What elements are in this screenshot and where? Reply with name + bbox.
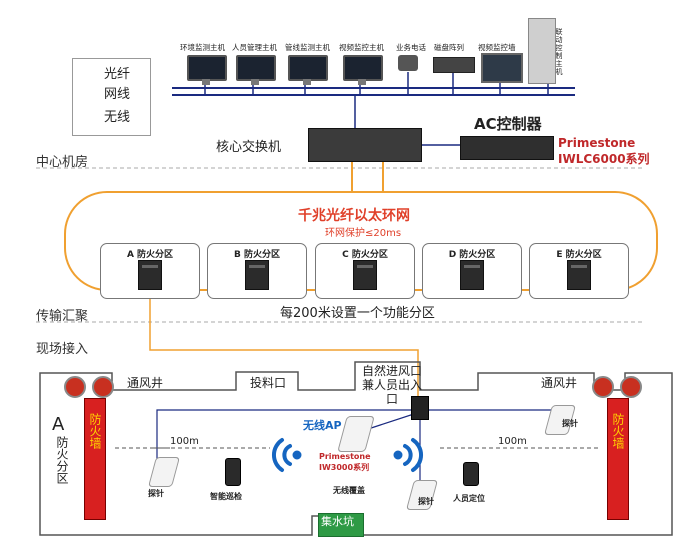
video-wall-icon bbox=[481, 53, 523, 83]
zone-label: C 防火分区 bbox=[342, 250, 388, 260]
ac-controller-icon bbox=[460, 136, 554, 160]
core-switch-icon bbox=[308, 128, 422, 162]
section-access: 现场接入 bbox=[36, 342, 89, 357]
ring-subtitle: 环网保护≤20ms bbox=[325, 228, 402, 239]
ac-controller-label: AC控制器 bbox=[474, 115, 542, 133]
vent-left: 通风井 bbox=[127, 376, 164, 390]
fire-wall-right: 防火墙 bbox=[607, 398, 629, 520]
zone-label: B 防火分区 bbox=[234, 250, 280, 260]
distance-left: 100m bbox=[170, 436, 199, 447]
ring-title: 千兆光纤以太环网 bbox=[298, 208, 410, 224]
device-label: 管线监测主机 bbox=[285, 43, 330, 52]
handheld-device-icon bbox=[225, 458, 241, 486]
wireless-coverage-label: 无线覆盖 bbox=[333, 486, 365, 495]
tunnel-switch-icon bbox=[411, 396, 429, 420]
zone-a-letter: A bbox=[52, 414, 65, 435]
legend-fiber-label: 光纤 bbox=[104, 67, 131, 82]
wireless-left-icon bbox=[272, 438, 302, 472]
switch-icon bbox=[245, 260, 269, 290]
fan-icon bbox=[92, 376, 114, 398]
fire-wall-right-label: 防火墙 bbox=[611, 413, 625, 449]
distance-right: 100m bbox=[498, 436, 527, 447]
device-label: 人员管理主机 bbox=[232, 43, 277, 52]
legend-box bbox=[72, 58, 151, 136]
device-label: 磁盘阵列 bbox=[434, 43, 464, 52]
switch-icon bbox=[567, 260, 591, 290]
zone-label: D 防火分区 bbox=[448, 250, 496, 260]
legend-network-label: 网线 bbox=[104, 87, 131, 102]
location-tag-icon bbox=[463, 462, 479, 486]
switch-icon bbox=[353, 260, 377, 290]
wireless-ap-label: 无线AP bbox=[303, 419, 342, 432]
entrance-label: 自然进风口兼人员出入口 bbox=[361, 364, 422, 406]
sump bbox=[318, 513, 364, 537]
ac-brand: Primestone bbox=[558, 136, 636, 150]
zone-b: B 防火分区 bbox=[207, 243, 307, 299]
wireless-right-icon bbox=[393, 438, 423, 472]
fire-wall-left-label: 防火墙 bbox=[88, 413, 102, 449]
zone-a-text: 防火分区 bbox=[55, 436, 69, 484]
probe-left-label: 探针 bbox=[148, 489, 164, 498]
monitor-icon bbox=[187, 55, 227, 85]
switch-icon bbox=[460, 260, 484, 290]
device-label: 联动控制主机 bbox=[555, 28, 563, 76]
probe-right-label: 探针 bbox=[562, 419, 578, 428]
zone-e: E 防火分区 bbox=[529, 243, 629, 299]
fan-icon bbox=[620, 376, 642, 398]
control-cabinet-icon bbox=[528, 18, 556, 84]
core-switch-label: 核心交换机 bbox=[216, 140, 282, 155]
sump-label: 集水坑 bbox=[321, 515, 354, 528]
section-center: 中心机房 bbox=[36, 155, 89, 170]
fire-wall-left: 防火墙 bbox=[84, 398, 106, 520]
personnel-location-label: 人员定位 bbox=[453, 494, 485, 503]
device-label: 环境监测主机 bbox=[180, 43, 225, 52]
ac-model: IWLC6000系列 bbox=[558, 152, 650, 166]
monitor-icon bbox=[236, 55, 276, 85]
ap-brand: Primestone bbox=[319, 452, 371, 461]
phone-icon bbox=[398, 55, 418, 71]
monitor-icon bbox=[288, 55, 328, 85]
fan-icon bbox=[592, 376, 614, 398]
feed-port: 投料口 bbox=[250, 376, 287, 390]
zone-d: D 防火分区 bbox=[422, 243, 522, 299]
zone-label: A 防火分区 bbox=[126, 250, 174, 260]
ring-note: 每200米设置一个功能分区 bbox=[280, 306, 435, 321]
device-label: 视频监控主机 bbox=[339, 43, 384, 52]
ap-model: IW3000系列 bbox=[319, 463, 370, 472]
fan-icon bbox=[64, 376, 86, 398]
section-transmission: 传输汇聚 bbox=[36, 309, 89, 324]
device-label: 业务电话 bbox=[396, 43, 426, 52]
zone-label: E 防火分区 bbox=[556, 250, 602, 260]
zone-a: A 防火分区 bbox=[100, 243, 200, 299]
smart-patrol-label: 智能巡检 bbox=[210, 492, 242, 501]
device-label: 视频监控墙 bbox=[478, 43, 516, 52]
probe-mid-label: 探针 bbox=[418, 497, 434, 506]
monitor-icon bbox=[343, 55, 383, 85]
legend-wireless-label: 无线 bbox=[104, 110, 131, 125]
disk-array-icon bbox=[433, 57, 475, 73]
zone-c: C 防火分区 bbox=[315, 243, 415, 299]
switch-icon bbox=[138, 260, 162, 290]
vent-right: 通风井 bbox=[541, 376, 578, 390]
